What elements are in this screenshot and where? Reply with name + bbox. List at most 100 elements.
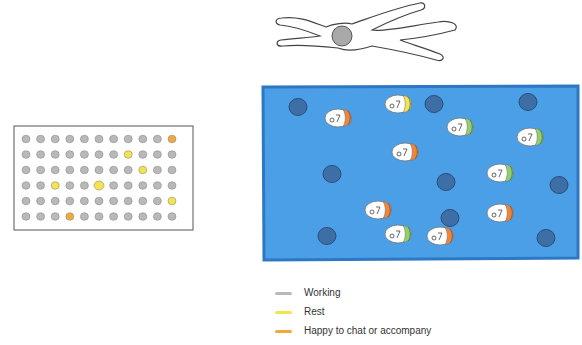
figure-mark xyxy=(396,231,400,238)
figure-band xyxy=(505,205,513,222)
figure-edge xyxy=(415,145,417,159)
pool-rock xyxy=(519,94,537,111)
person-dot xyxy=(22,151,30,159)
person-dot xyxy=(124,182,132,190)
pool-rock xyxy=(425,96,443,113)
legend-swatch xyxy=(275,330,292,333)
person-dot xyxy=(22,166,30,174)
person-dot xyxy=(168,151,176,159)
figure-band xyxy=(445,228,453,245)
figure-band xyxy=(403,96,411,113)
swimmer-outline xyxy=(276,3,456,61)
figure-eye xyxy=(432,236,436,240)
person-dot xyxy=(51,135,59,143)
person-dot xyxy=(139,135,147,143)
figure-body xyxy=(325,109,351,127)
person-dot xyxy=(110,151,118,159)
person-dot xyxy=(95,166,103,174)
figure-body xyxy=(385,225,411,243)
person-dot xyxy=(37,151,45,159)
swimmer-figure xyxy=(365,201,391,219)
person-dot xyxy=(51,151,59,159)
person-dot xyxy=(139,182,147,190)
figure-eye xyxy=(397,152,401,156)
figure-eye xyxy=(452,127,456,131)
figure-mark xyxy=(458,124,462,131)
pool xyxy=(263,86,578,260)
person-dot xyxy=(124,213,132,221)
figure-edge xyxy=(450,229,452,243)
person-dot xyxy=(168,213,176,221)
person-dot xyxy=(22,213,30,221)
person-dot xyxy=(80,197,88,205)
figure-eye xyxy=(330,118,334,122)
figure-body xyxy=(487,164,513,182)
figure-eye xyxy=(390,234,394,238)
figure-band xyxy=(343,110,351,127)
person-dot xyxy=(139,151,147,159)
person-dot xyxy=(80,166,88,174)
figure-edge xyxy=(510,206,512,220)
pool-rock xyxy=(437,174,455,191)
figure-mark xyxy=(528,134,532,141)
swimmer-head xyxy=(332,26,352,46)
pool-rock xyxy=(318,228,336,245)
person-dot xyxy=(51,166,59,174)
pool-rock xyxy=(323,166,341,183)
person-dot xyxy=(110,135,118,143)
figure-body xyxy=(365,201,391,219)
figure-body xyxy=(447,118,473,136)
figure-band xyxy=(505,165,513,182)
person-dot xyxy=(80,135,88,143)
person-dot xyxy=(153,135,161,143)
figure-eye xyxy=(492,173,496,177)
person-dot xyxy=(168,166,176,174)
person-dot xyxy=(168,197,176,205)
pool-rocks xyxy=(289,94,568,247)
person-dot xyxy=(124,197,132,205)
person-dot xyxy=(22,135,30,143)
person-dot xyxy=(95,135,103,143)
figure-edge xyxy=(540,130,542,144)
legend-swatch xyxy=(275,311,292,314)
person-dot xyxy=(110,182,118,190)
figure-eye xyxy=(390,104,394,108)
figure-body xyxy=(392,143,418,161)
legend-label: Working xyxy=(304,286,341,300)
person-dot xyxy=(37,166,45,174)
swimmer-figure xyxy=(385,95,411,113)
person-dot xyxy=(153,166,161,174)
person-dot xyxy=(37,182,45,190)
pool-rock xyxy=(537,230,555,247)
person-dot xyxy=(66,151,74,159)
person-dot xyxy=(124,151,132,159)
swimmer-figure xyxy=(447,118,473,136)
person-dot-grid xyxy=(22,135,176,220)
person-dot xyxy=(139,166,147,174)
figure-band xyxy=(383,202,391,219)
person-dot xyxy=(51,197,59,205)
person-dot xyxy=(168,182,176,190)
legend-swatch xyxy=(275,292,292,295)
figure-edge xyxy=(348,111,350,125)
pool-rock xyxy=(289,99,307,116)
person-dot xyxy=(22,182,30,190)
person-dot xyxy=(66,182,74,190)
person-dot xyxy=(80,213,88,221)
figure-band xyxy=(535,129,543,146)
person-dot xyxy=(66,197,74,205)
person-dot xyxy=(124,135,132,143)
person-dot xyxy=(66,135,74,143)
grid-card xyxy=(14,126,193,230)
swimmer-figure xyxy=(487,164,513,182)
figure-mark xyxy=(403,149,407,156)
swimmer-figure xyxy=(427,227,453,245)
person-dot xyxy=(168,135,176,143)
person-dot xyxy=(110,166,118,174)
figure-mark xyxy=(376,207,380,214)
person-dot xyxy=(153,197,161,205)
figure-edge xyxy=(408,97,410,111)
figure-mark xyxy=(438,233,442,240)
person-dot xyxy=(139,197,147,205)
